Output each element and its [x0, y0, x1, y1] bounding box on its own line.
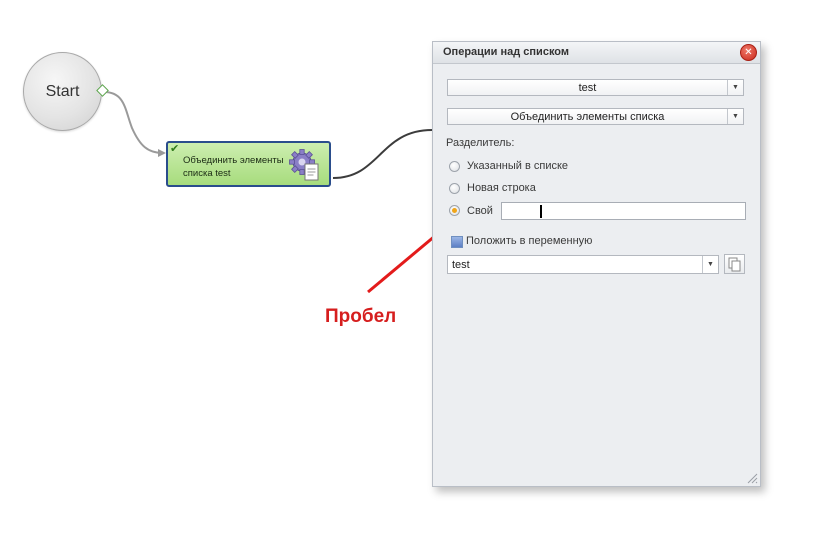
operation-select-value: Объединить элементы списка: [510, 111, 665, 123]
checkmark-icon: ✔: [170, 143, 180, 155]
chevron-down-icon[interactable]: ▼: [702, 256, 718, 273]
connector-arrowhead: [158, 149, 166, 157]
start-to-action-connector: [103, 91, 164, 154]
variable-select-value: test: [452, 259, 470, 271]
save-to-variable-checkbox[interactable]: [451, 236, 463, 248]
chevron-down-icon[interactable]: ▼: [727, 109, 743, 124]
list-select[interactable]: test ▼: [447, 79, 744, 96]
chevron-down-icon[interactable]: ▼: [727, 80, 743, 95]
list-operations-panel: Операции над списком ✕ test ▼ Объединить…: [432, 41, 761, 487]
action-node-join-list[interactable]: ✔ Объединить элементы списка test: [166, 141, 331, 187]
separator-label: Разделитель:: [446, 137, 515, 149]
copy-icon: [728, 257, 741, 272]
list-select-value: test: [578, 82, 597, 94]
save-to-variable-label[interactable]: Положить в переменную: [466, 235, 593, 247]
radio-custom[interactable]: [449, 205, 460, 216]
panel-title: Операции над списком: [443, 46, 570, 58]
start-node-label: Start: [45, 82, 80, 100]
radio-new-line[interactable]: [449, 183, 460, 194]
radio-list-specified-label[interactable]: Указанный в списке: [467, 160, 569, 172]
custom-separator-input[interactable]: [501, 202, 746, 220]
radio-list-specified[interactable]: [449, 161, 460, 172]
close-icon[interactable]: ✕: [740, 44, 757, 61]
custom-separator-value: [506, 205, 509, 217]
variable-select[interactable]: test ▼: [447, 255, 719, 274]
start-node[interactable]: Start: [23, 52, 102, 131]
action-node-label: Объединить элементы списка test: [183, 155, 284, 179]
gear-document-icon: [289, 149, 319, 181]
annotation-label: Пробел: [325, 306, 397, 327]
copy-button[interactable]: [724, 254, 745, 274]
resize-grip-icon[interactable]: [746, 472, 758, 484]
operation-select[interactable]: Объединить элементы списка ▼: [447, 108, 744, 125]
radio-new-line-label[interactable]: Новая строка: [467, 182, 536, 194]
action-to-panel-connector: [332, 129, 433, 179]
panel-header[interactable]: Операции над списком ✕: [433, 42, 760, 64]
radio-custom-label[interactable]: Свой: [467, 205, 493, 217]
text-caret: [540, 205, 542, 218]
